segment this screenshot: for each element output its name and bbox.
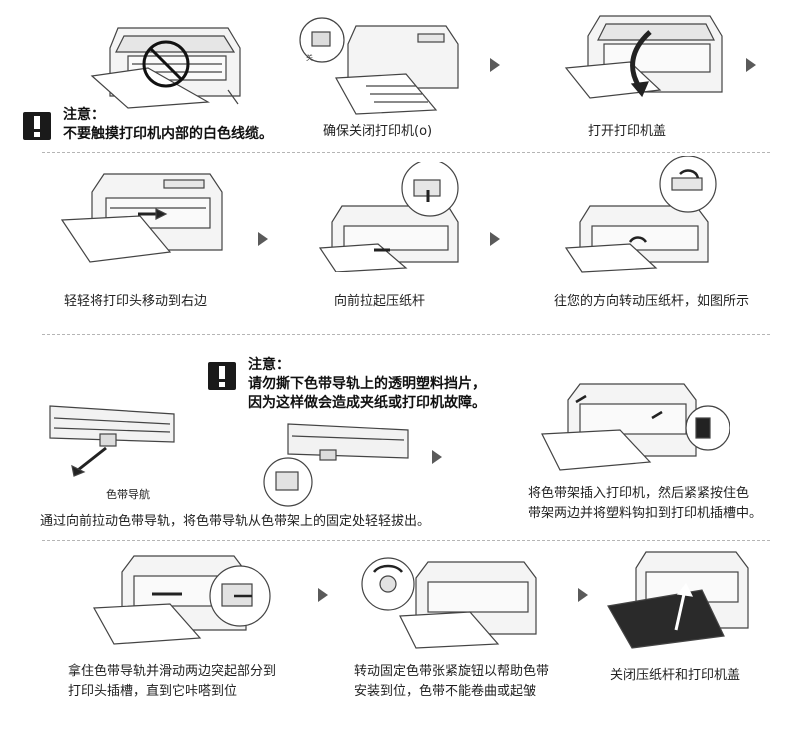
caption-move-head: 轻轻将打印头移动到右边 bbox=[64, 294, 208, 309]
caption-insert-ribbon: 将色带架插入打印机，然后紧紧按住色 带架两边并将塑料钩扣到打印机插槽中。 bbox=[528, 484, 778, 524]
svg-text:关: 关 bbox=[306, 53, 313, 62]
ribbon-insert-illustration bbox=[540, 378, 730, 478]
caption-line: 转动固定色带张紧旋钮以帮助色带 bbox=[354, 664, 550, 679]
note-title: 注意： bbox=[63, 107, 105, 123]
step-arrow-icon bbox=[578, 588, 588, 602]
printer-move-head-illustration bbox=[60, 168, 230, 268]
caption-open-cover: 打开打印机盖 bbox=[588, 124, 667, 139]
note-title: 注意： bbox=[248, 357, 290, 373]
caption-pull-lever: 向前拉起压纸杆 bbox=[334, 294, 426, 309]
step-arrow-icon bbox=[258, 232, 268, 246]
note-line: 请勿撕下色带导轨上的透明塑料挡片， bbox=[248, 376, 486, 392]
row-divider bbox=[42, 540, 770, 541]
printer-close-cover-illustration bbox=[606, 550, 752, 650]
caption-slide-guide: 拿住色带导轨并滑动两边突起部分到 打印头插槽，直到它咔嗒到位 bbox=[68, 662, 328, 702]
step-arrow-icon bbox=[318, 588, 328, 602]
label-ribbon-guide: 色带导航 bbox=[106, 488, 150, 501]
ribbon-guide-slide-illustration bbox=[90, 550, 276, 648]
caption-close-cover: 关闭压纸杆和打印机盖 bbox=[610, 668, 741, 683]
printer-no-touch-illustration bbox=[88, 18, 248, 110]
step-arrow-icon bbox=[490, 58, 500, 72]
caption-tension-knob: 转动固定色带张紧旋钮以帮助色带 安装到位，色带不能卷曲或起皱 bbox=[354, 662, 594, 702]
exclamation-icon bbox=[208, 362, 236, 390]
printer-pull-lever-illustration bbox=[318, 162, 478, 272]
note-line: 不要触摸打印机内部的白色线缆。 bbox=[63, 126, 273, 142]
note-line: 因为这样做会造成夹纸或打印机故障。 bbox=[248, 395, 486, 411]
ribbon-cartridge-illustration bbox=[262, 418, 412, 508]
ribbon-guide-remove-illustration bbox=[44, 398, 184, 480]
row-divider bbox=[42, 334, 770, 335]
printer-rotate-lever-illustration bbox=[560, 156, 730, 274]
note-warning-ribbon-film: 注意： 请勿撕下色带导轨上的透明塑料挡片， 因为这样做会造成夹纸或打印机故障。 bbox=[248, 356, 486, 413]
row-divider bbox=[42, 152, 770, 153]
caption-line: 将色带架插入打印机，然后紧紧按住色 bbox=[528, 486, 750, 501]
caption-power-off: 确保关闭打印机(o) bbox=[323, 124, 433, 139]
exclamation-icon bbox=[23, 112, 51, 140]
printer-power-off-illustration: 关 bbox=[296, 16, 466, 116]
caption-line: 拿住色带导轨并滑动两边突起部分到 bbox=[68, 664, 277, 679]
ribbon-tension-knob-illustration bbox=[360, 554, 540, 650]
note-warning-cable: 注意： 不要触摸打印机内部的白色线缆。 bbox=[63, 106, 273, 144]
caption-remove-guide: 通过向前拉动色带导轨，将色带导轨从色带架上的固定处轻轻拔出。 bbox=[40, 514, 431, 529]
caption-line: 带架两边并将塑料钩扣到打印机插槽中。 bbox=[528, 506, 763, 521]
printer-open-cover-illustration bbox=[560, 10, 730, 114]
caption-rotate-lever: 往您的方向转动压纸杆，如图所示 bbox=[554, 294, 750, 309]
caption-line: 安装到位，色带不能卷曲或起皱 bbox=[354, 684, 537, 699]
step-arrow-icon bbox=[432, 450, 442, 464]
step-arrow-icon bbox=[490, 232, 500, 246]
caption-line: 打印头插槽，直到它咔嗒到位 bbox=[68, 684, 238, 699]
step-arrow-icon bbox=[746, 58, 756, 72]
